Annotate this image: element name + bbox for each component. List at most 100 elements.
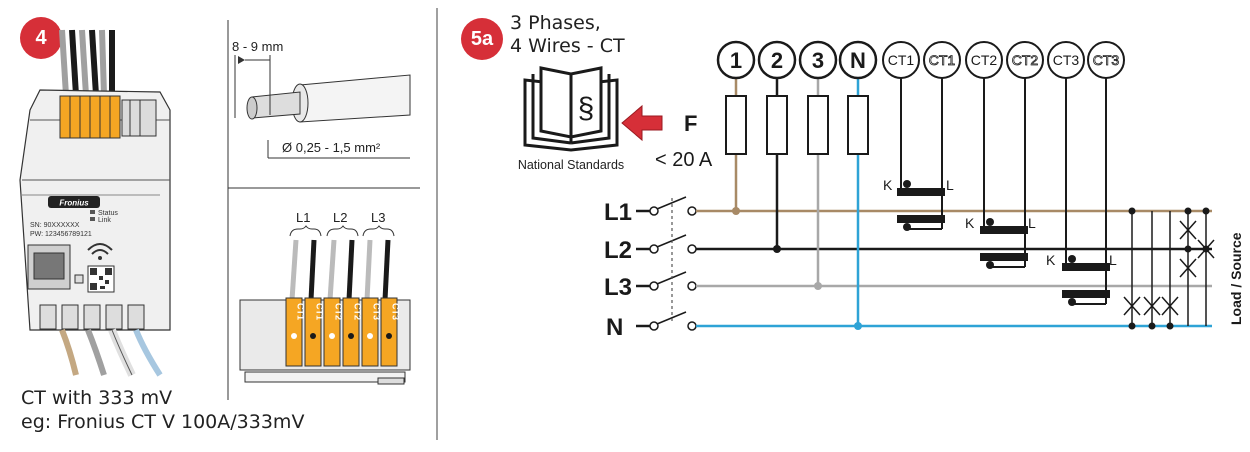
switch-contact-a-L1	[649, 206, 659, 216]
terminal-label-3: 3	[812, 48, 824, 73]
ct-l-label-2: L	[1028, 215, 1036, 231]
ct-dot-bottom-3	[1068, 298, 1076, 306]
terminal-label-1: 1	[730, 48, 742, 73]
terminal-label-5: CT1	[888, 52, 915, 68]
ct-core-bottom-2	[980, 253, 1028, 261]
phase-label-L2: L2	[333, 210, 347, 225]
ct-caption: CT with 333 mV eg: Fronius CT V 100A/333…	[21, 386, 304, 434]
terminal-label-9: CT3	[1053, 52, 1080, 68]
serial-number: SN: 90XXXXXX	[30, 222, 80, 229]
link-led-label: Link	[98, 217, 111, 224]
orange-terminal-block	[59, 95, 121, 139]
fuse-3	[807, 95, 829, 155]
terminal-8	[1006, 41, 1044, 79]
ct-pin-1	[285, 297, 303, 367]
terminal-6	[923, 41, 961, 79]
terminal-9	[1047, 41, 1085, 79]
load-cross-5	[1143, 296, 1161, 316]
national-standards-book-icon: §	[523, 66, 619, 152]
junction-4	[854, 322, 862, 330]
ct-pin-3	[323, 297, 341, 367]
status-led-label: Status	[98, 210, 118, 217]
ct-caption-line2: eg: Fronius CT V 100A/333mV	[21, 411, 305, 433]
load-dot-2	[1184, 207, 1192, 215]
terminal-7	[965, 41, 1003, 79]
strip-length-label: 8 - 9 mm	[232, 39, 283, 54]
ct-core-top-2	[980, 226, 1028, 234]
cross-section-label: Ø 0,25 - 1,5 mm²	[282, 140, 381, 155]
terminal-5	[882, 41, 920, 79]
line-label-L2: L2	[604, 237, 632, 264]
ct-pin-label-6: CT3	[391, 303, 401, 320]
load-cross-2	[1197, 239, 1215, 259]
ct-pin-dot-4	[348, 333, 354, 339]
ct-pin-dot-1	[291, 333, 297, 339]
ct-dot-top-1	[903, 180, 911, 188]
fuse-2	[766, 95, 788, 155]
ct-dot-bottom-2	[986, 261, 994, 269]
junction-3	[814, 282, 822, 290]
load-dot-4	[1184, 245, 1192, 253]
status-led	[90, 210, 95, 214]
junction-2	[773, 245, 781, 253]
fuse-rating: < 20 A	[655, 149, 713, 171]
switch-contact-b-L3	[687, 281, 697, 291]
ct-caption-line1: CT with 333 mV	[21, 387, 173, 409]
reset-button	[74, 274, 84, 284]
panel-title-line2: 4 Wires - CT	[510, 35, 625, 57]
terminal-label-8: CT2	[1012, 52, 1039, 68]
fuse-4	[847, 95, 869, 155]
ct-pin-4	[342, 297, 360, 367]
load-dot-7	[1166, 322, 1174, 330]
terminal-3	[798, 40, 838, 80]
terminal-label-6: CT1	[929, 52, 956, 68]
ct-pin-label-1: CT1	[296, 303, 306, 320]
closeup-wires	[289, 239, 391, 301]
ct-k-label-3: K	[1046, 252, 1056, 268]
step-badge-5a: 5a	[461, 18, 503, 60]
terminal-label-2: 2	[771, 48, 783, 73]
fuse-1	[725, 95, 747, 155]
ct-k-label-2: K	[965, 215, 975, 231]
terminal-10	[1087, 41, 1125, 79]
qr-code	[87, 265, 115, 293]
panel-title: 3 Phases, 4 Wires - CT	[510, 12, 625, 58]
ct-pin-dot-2	[310, 333, 316, 339]
terminal-2	[757, 40, 797, 80]
load-cross-1	[1179, 220, 1197, 240]
phase-label-L3: L3	[371, 210, 385, 225]
ct-pin-2	[304, 297, 322, 367]
switch-contact-a-L2	[649, 244, 659, 254]
fuse-label: F	[684, 111, 697, 136]
load-dot-3	[1202, 207, 1210, 215]
bottom-wires	[59, 328, 163, 377]
ct-pin-label-3: CT2	[334, 303, 344, 320]
line-label-N: N	[606, 314, 623, 341]
reference-arrow-icon	[621, 104, 663, 142]
terminal-label-4: N	[850, 48, 866, 73]
step-badge-4: 4	[20, 17, 62, 59]
step-badge-5a-label: 5a	[470, 27, 494, 50]
ct-dot-bottom-1	[903, 223, 911, 231]
switch-contact-b-L1	[687, 206, 697, 216]
ct-pin-6	[380, 297, 398, 367]
switch-contact-a-N	[649, 321, 659, 331]
line-label-L1: L1	[604, 199, 632, 226]
top-wires	[59, 29, 115, 96]
ct-core-bottom-3	[1062, 290, 1110, 298]
ct-pin-5	[361, 297, 379, 367]
terminal-1	[716, 40, 756, 80]
panel-title-line1: 3 Phases,	[510, 12, 601, 34]
load-cross-3	[1179, 258, 1197, 278]
switch-contact-a-L3	[649, 281, 659, 291]
ct-pin-label-4: CT2	[353, 303, 363, 320]
terminal-4	[838, 40, 878, 80]
ct-pin-dot-5	[367, 333, 373, 339]
step-badge-4-label: 4	[35, 26, 47, 49]
load-cross-6	[1161, 296, 1179, 316]
switch-blade-L1	[656, 196, 687, 210]
ct-core-top-1	[897, 188, 945, 196]
